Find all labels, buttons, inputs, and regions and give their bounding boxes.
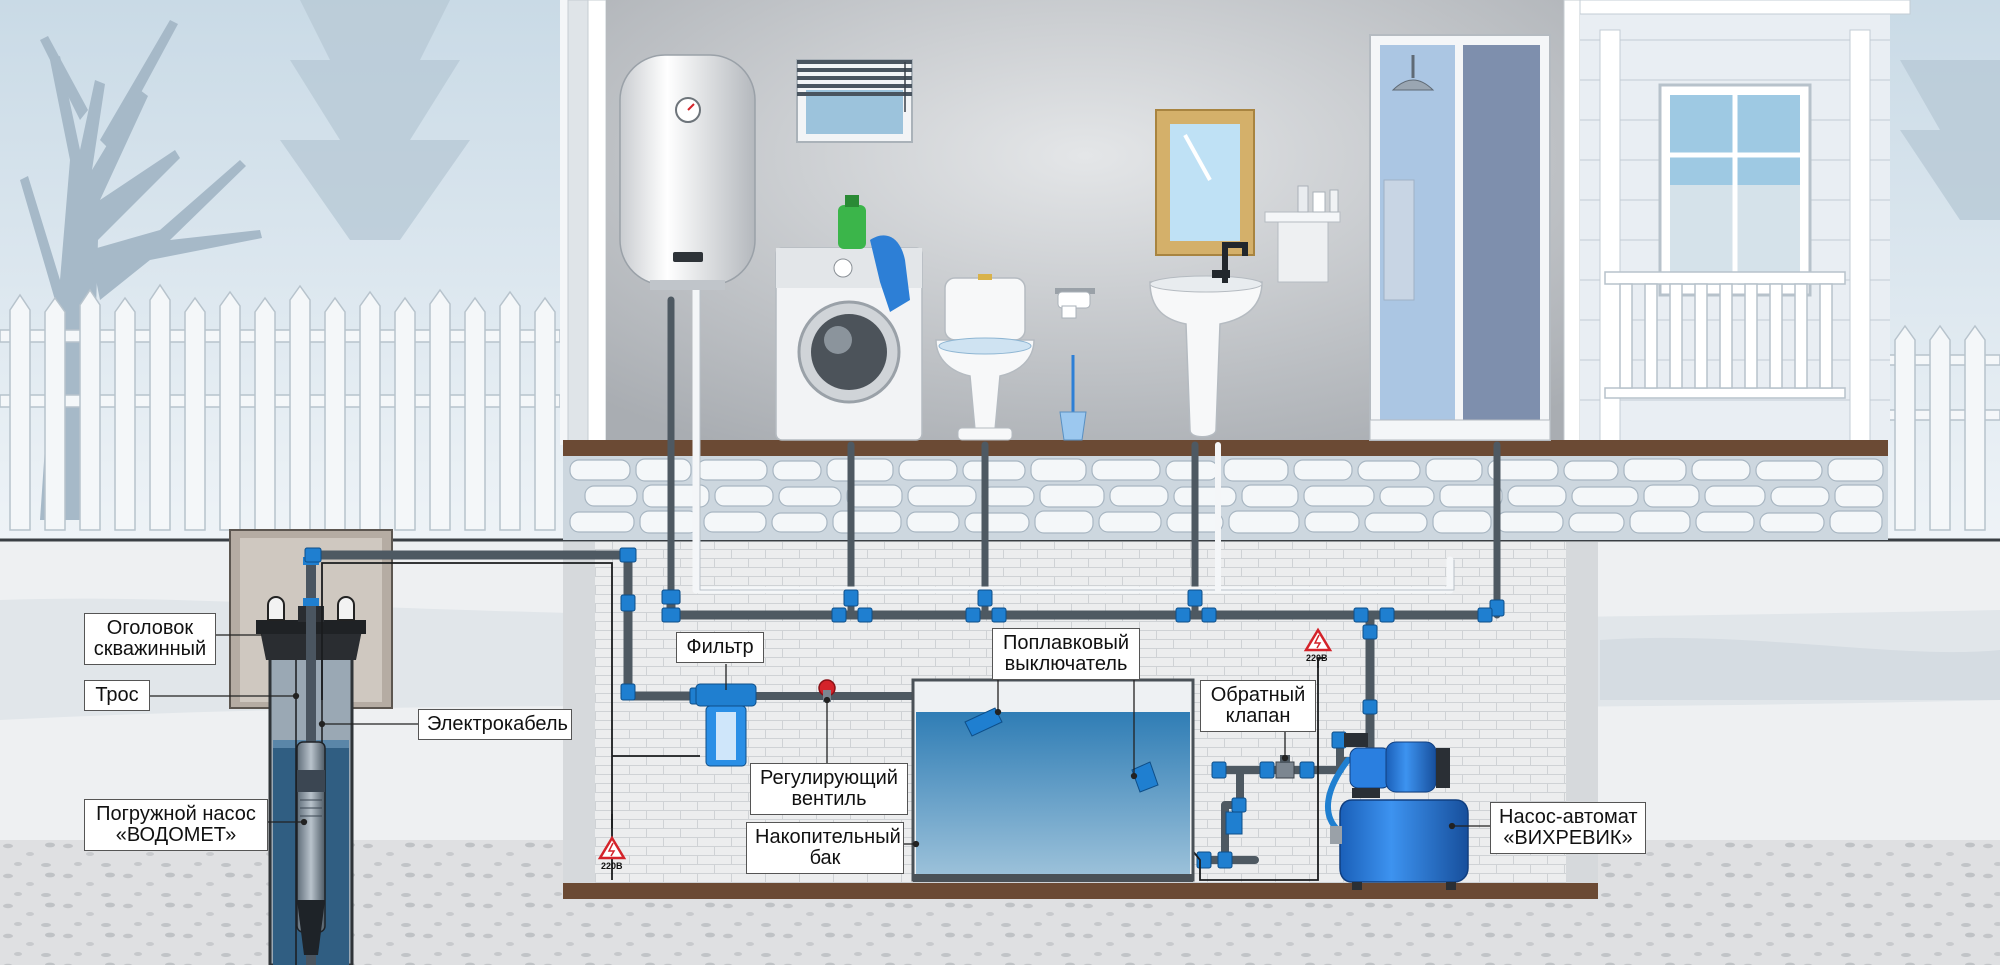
label-storage-tank: Накопительный бак bbox=[746, 822, 904, 874]
submersible-pump-icon bbox=[296, 741, 326, 955]
background-trees-icon bbox=[280, 0, 2000, 240]
label-check-valve-line1: Обратный bbox=[1210, 684, 1306, 706]
pipe-fittings bbox=[304, 547, 1505, 869]
label-storage-tank-line1: Накопительный bbox=[755, 826, 901, 848]
fence-icon bbox=[0, 283, 2000, 531]
label-float-switch: Поплавковый выключатель bbox=[992, 628, 1140, 680]
shelf-toiletries-icon bbox=[1264, 185, 1341, 283]
shower-head-icon bbox=[1391, 55, 1435, 91]
label-check-valve-line2: клапан bbox=[1225, 705, 1291, 727]
paper-roll-icon bbox=[1055, 288, 1095, 319]
label-regulating-valve: Регулирующий вентиль bbox=[750, 763, 908, 815]
toilet-icon bbox=[935, 274, 1035, 441]
house bbox=[560, 0, 1911, 446]
sink-icon bbox=[1149, 242, 1263, 438]
filter-icon bbox=[695, 683, 757, 767]
label-check-valve: Обратный клапан bbox=[1200, 680, 1316, 732]
voltage-label-left: 220В bbox=[601, 861, 623, 871]
label-rope-text: Трос bbox=[95, 684, 139, 706]
label-electric-cable-text: Электрокабель bbox=[427, 713, 568, 735]
label-wellhead: Оголовок скважинный bbox=[84, 613, 216, 665]
window-blinds-icon bbox=[796, 59, 913, 143]
label-wellhead-line2: скважинный bbox=[93, 638, 207, 660]
high-voltage-warning-icon bbox=[1303, 627, 1333, 652]
regulating-valve-icon bbox=[818, 679, 836, 702]
label-float-switch-line1: Поплавковый bbox=[1002, 632, 1129, 654]
label-submersible-pump-line2: «ВОДОМЕТ» bbox=[115, 824, 237, 846]
basement-floor bbox=[563, 883, 1598, 899]
washing-machine-icon bbox=[775, 195, 923, 441]
label-pump-station: Насос-автомат «ВИХРЕВИК» bbox=[1490, 802, 1646, 854]
porch-railing-icon bbox=[1604, 271, 1846, 399]
label-submersible-pump: Погружной насос «ВОДОМЕТ» bbox=[84, 799, 268, 851]
label-submersible-pump-line1: Погружной насос bbox=[96, 803, 256, 825]
toilet-brush-icon bbox=[1059, 355, 1087, 441]
label-pump-station-line2: «ВИХРЕВИК» bbox=[1503, 827, 1633, 849]
water-heater-icon bbox=[619, 54, 756, 290]
label-regulating-valve-line1: Регулирующий bbox=[760, 767, 898, 789]
label-wellhead-line1: Оголовок bbox=[106, 617, 194, 639]
float-switch-icon bbox=[964, 707, 1159, 793]
label-regulating-valve-line2: вентиль bbox=[791, 788, 867, 810]
label-electric-cable: Электрокабель bbox=[418, 709, 572, 740]
well bbox=[229, 529, 393, 965]
label-filter-text: Фильтр bbox=[686, 636, 754, 658]
floor-beam bbox=[563, 440, 1888, 456]
stone-foundation bbox=[563, 456, 1888, 540]
label-rope: Трос bbox=[84, 680, 150, 711]
shower-cabin-icon bbox=[1369, 34, 1551, 441]
label-float-switch-line2: выключатель bbox=[1004, 653, 1128, 675]
voltage-label-right: 220В bbox=[1306, 653, 1328, 663]
label-storage-tank-line2: бак bbox=[809, 847, 841, 869]
shutoff-valve-icon bbox=[1225, 811, 1243, 835]
mirror-icon bbox=[1155, 109, 1255, 256]
callout-leader-lines bbox=[150, 634, 1490, 848]
label-filter: Фильтр bbox=[676, 632, 764, 663]
high-voltage-warning-icon bbox=[597, 835, 627, 860]
label-pump-station-line1: Насос-автомат bbox=[1499, 806, 1638, 828]
pump-station-icon bbox=[1330, 733, 1469, 890]
porch-window-icon bbox=[1658, 83, 1812, 297]
